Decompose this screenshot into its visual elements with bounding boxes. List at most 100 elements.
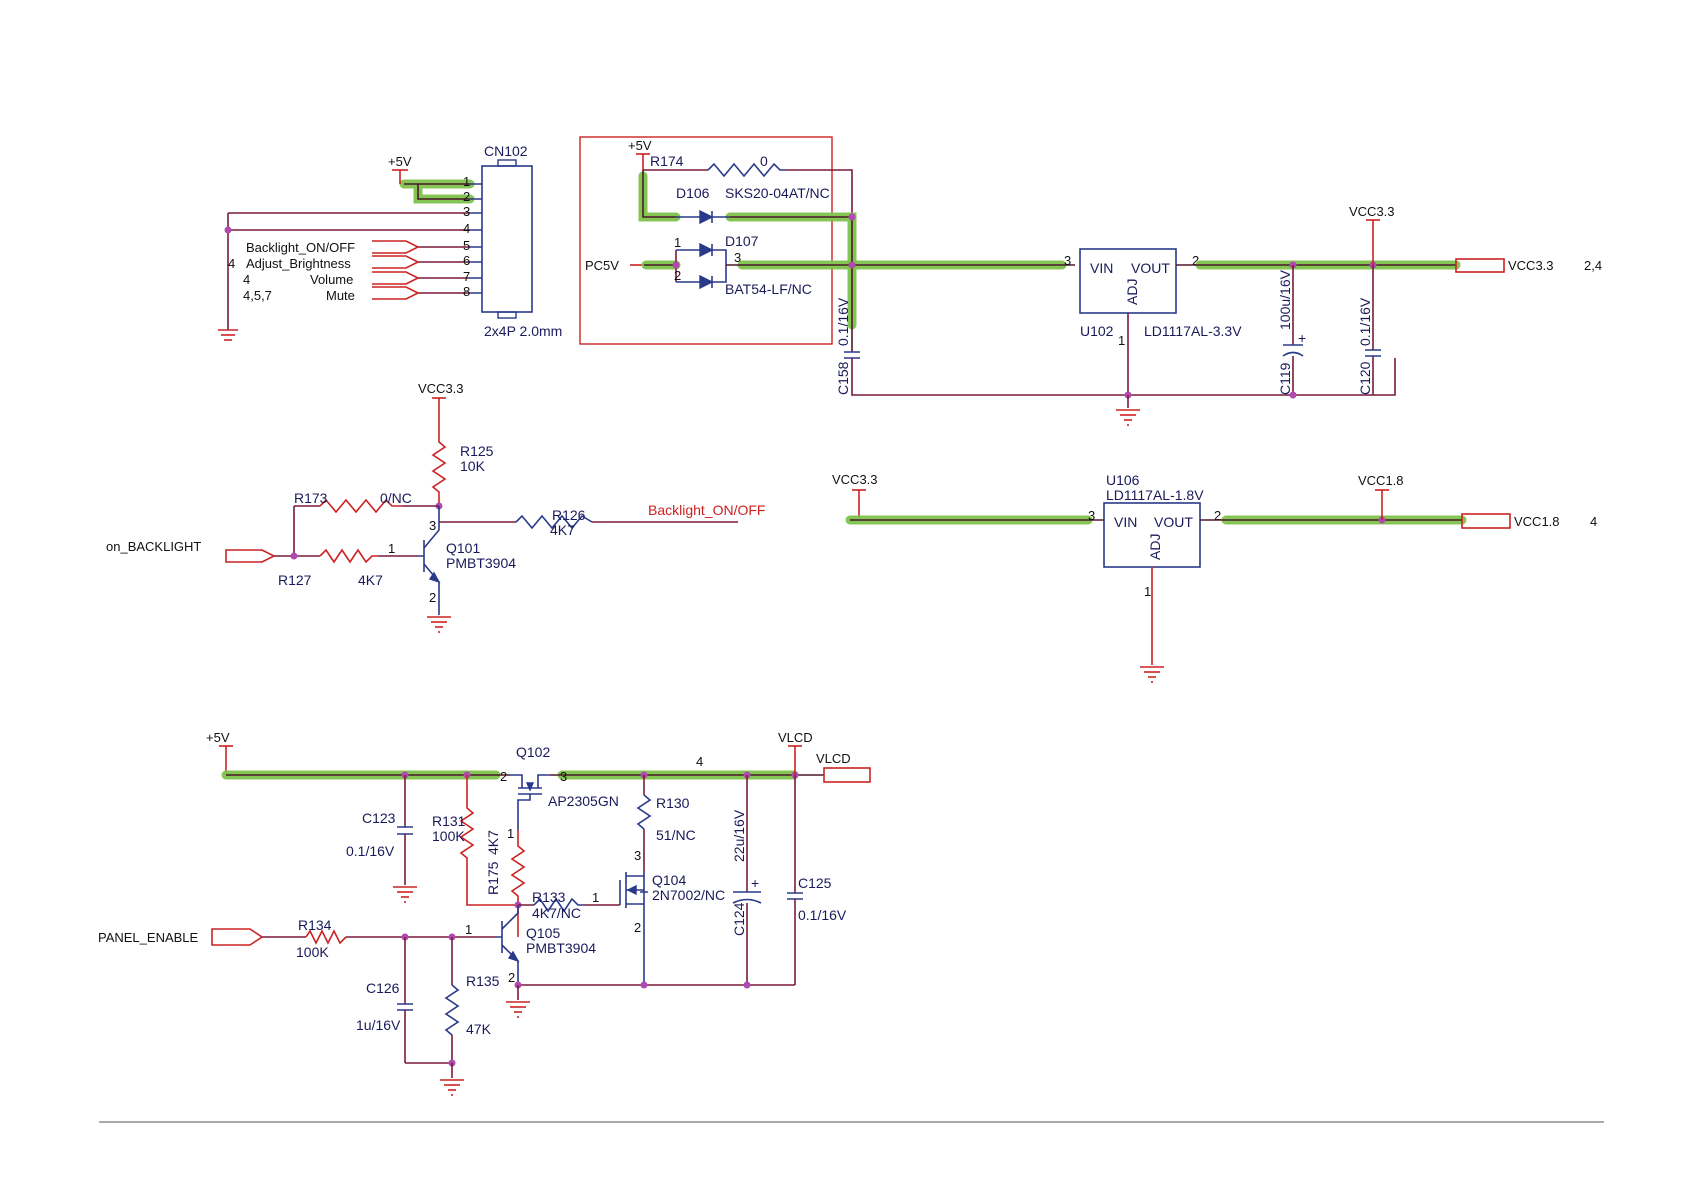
ground-symbol — [427, 616, 451, 633]
d107-triangle-a — [699, 242, 714, 258]
p5v-trace — [404, 183, 470, 200]
c120-ref: C120 — [1357, 361, 1373, 395]
q102-arrow — [525, 782, 535, 792]
q101-ref: Q101 — [446, 540, 480, 556]
power-input-region — [579, 136, 833, 345]
cn102-pin-stubs — [470, 183, 482, 294]
ground-return-wire — [851, 358, 1396, 396]
c125-plates — [787, 892, 803, 900]
q102-gate-pin: 1 — [507, 826, 514, 841]
c124-plates — [732, 891, 762, 904]
q105-ref: Q105 — [526, 925, 560, 941]
vcc33-label-c: VCC3.3 — [832, 472, 878, 487]
r135-ref: R135 — [466, 973, 500, 989]
vlcd-port — [823, 767, 871, 783]
vcc18-port-label: VCC1.8 — [1514, 514, 1560, 529]
u106-pin-out: 2 — [1214, 508, 1221, 523]
d107-value: BAT54-LF/NC — [725, 281, 812, 297]
vcc18-port — [1461, 513, 1511, 529]
u102-pin-out: 2 — [1192, 253, 1199, 268]
r126-resistor — [515, 514, 593, 530]
cn102-key-top — [497, 159, 517, 167]
r127-ref: R127 — [278, 572, 312, 588]
q105-pin-1: 1 — [465, 922, 472, 937]
panel-enable-label: PANEL_ENABLE — [98, 930, 199, 945]
c120-plates — [1365, 349, 1381, 357]
r175-ref: R175 — [485, 861, 501, 895]
vcc18-port-pages: 4 — [1590, 514, 1597, 529]
r131-ref: R131 — [432, 813, 466, 829]
c123-value: 0.1/16V — [346, 843, 395, 859]
ground-symbol — [218, 329, 238, 341]
r130-ref: R130 — [656, 795, 690, 811]
vcc33-port-label: VCC3.3 — [1508, 258, 1554, 273]
c124-value: 22u/16V — [731, 809, 747, 862]
cn102-ref: CN102 — [484, 143, 528, 159]
q104-pin-2: 2 — [634, 920, 641, 935]
d107-leads — [676, 249, 727, 283]
signal-mute-page: 4,5,7 — [243, 288, 272, 303]
c158-plates — [844, 351, 860, 359]
q101-pin-2: 2 — [429, 590, 436, 605]
q101-arrow — [428, 571, 441, 584]
r175-value: 4K7 — [485, 830, 501, 855]
r133-resistor — [533, 897, 584, 913]
r131-resistor — [459, 775, 516, 906]
p5v-label-b: +5V — [628, 138, 652, 153]
q102-pin-3: 3 — [560, 769, 567, 784]
q102-pin-2: 2 — [500, 769, 507, 784]
c126-plates — [397, 1003, 413, 1011]
cn102-pin-8: 8 — [463, 284, 470, 299]
net-4-label: 4 — [696, 754, 703, 769]
q102-ref: Q102 — [516, 744, 550, 760]
c126-ref: C126 — [366, 980, 400, 996]
r125-value: 10K — [460, 458, 486, 474]
cn102-block: +5V CN102 2x4P 2.0mm 1 2 3 4 5 6 7 8 — [218, 143, 562, 341]
r174-resistor — [707, 162, 786, 178]
junction-dot — [1289, 391, 1297, 399]
r130-value: 51/NC — [656, 827, 696, 843]
signal-volume-page: 4 — [243, 272, 250, 287]
u102-vin: VIN — [1090, 260, 1113, 276]
signal-brightness-page: 4 — [228, 256, 235, 271]
cn102-pin-4: 4 — [463, 221, 470, 236]
q105-pin-2: 2 — [508, 970, 515, 985]
q105-value: PMBT3904 — [526, 940, 596, 956]
u106-vin: VIN — [1114, 514, 1137, 530]
r131-value: 100K — [432, 828, 465, 844]
r133-ref: R133 — [532, 889, 566, 905]
c124-polarity: + — [751, 875, 759, 891]
c119-value: 100u/16V — [1277, 269, 1293, 330]
junction-dot — [672, 261, 680, 269]
junction-dot — [848, 213, 856, 221]
vcc33-label-b: VCC3.3 — [418, 381, 464, 396]
c124-ref: C124 — [731, 902, 747, 936]
r175-resistor — [510, 830, 526, 937]
r127-resistor — [319, 548, 378, 564]
ground-symbol — [393, 886, 417, 903]
u106-pin-in: 3 — [1088, 508, 1095, 523]
r174-value: 0 — [760, 153, 768, 169]
u102-pin-adj: 1 — [1118, 333, 1125, 348]
on-backlight-port — [225, 549, 276, 563]
q104-pin-1: 1 — [592, 890, 599, 905]
c119-ref: C119 — [1277, 362, 1293, 395]
r174-ref: R174 — [650, 153, 684, 169]
vcc18-label: VCC1.8 — [1358, 473, 1404, 488]
r173-ref: R173 — [294, 490, 328, 506]
r125-resistor — [431, 438, 447, 506]
cn102-value: 2x4P 2.0mm — [484, 323, 562, 339]
r133-value: 4K7/NC — [532, 905, 581, 921]
d106-ref: D106 — [676, 185, 710, 201]
u102-block: VIN VOUT ADJ 3 2 1 U102 LD1117AL-3.3V + … — [1064, 204, 1602, 426]
q104-arrow — [626, 884, 637, 896]
cn102-pin-3: 3 — [463, 204, 470, 219]
q104-ref: Q104 — [652, 872, 686, 888]
d106-trace — [642, 170, 852, 218]
q101-pin-3: 3 — [429, 518, 436, 533]
r135-bottom-wire — [405, 1035, 453, 1064]
p5v-label-a: +5V — [388, 154, 412, 169]
r134-value: 100K — [296, 944, 329, 960]
r127-value: 4K7 — [358, 572, 383, 588]
